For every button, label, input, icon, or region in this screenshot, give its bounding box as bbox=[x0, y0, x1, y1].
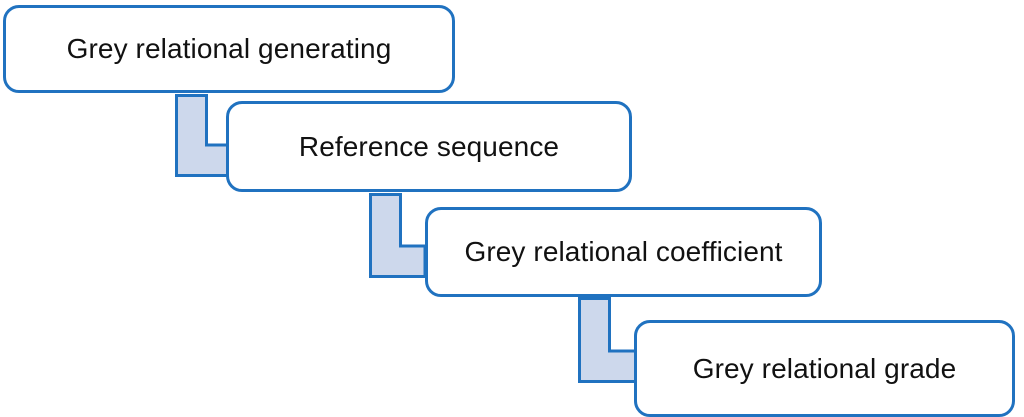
step-box-grey-relational-coefficient[interactable]: Grey relational coefficient bbox=[425, 207, 822, 297]
step-label-1: Grey relational generating bbox=[66, 33, 392, 64]
step-box-reference-sequence[interactable]: Reference sequence bbox=[226, 101, 632, 192]
step-label-3: Grey relational coefficient bbox=[464, 236, 783, 267]
step-label-2: Reference sequence bbox=[298, 130, 560, 162]
step-label-4: Grey relational grade bbox=[692, 352, 957, 384]
elbow-connector-3 bbox=[578, 297, 638, 383]
elbow-connector-1 bbox=[175, 94, 231, 177]
elbow-connector-3-shape bbox=[578, 297, 638, 383]
elbow-connector-1-shape bbox=[175, 94, 231, 177]
step-box-grey-relational-generating[interactable]: Grey relational generating bbox=[3, 5, 455, 93]
step-box-grey-relational-grade[interactable]: Grey relational grade bbox=[634, 320, 1015, 417]
elbow-connector-2-shape bbox=[369, 193, 427, 278]
elbow-connector-2 bbox=[369, 193, 427, 278]
